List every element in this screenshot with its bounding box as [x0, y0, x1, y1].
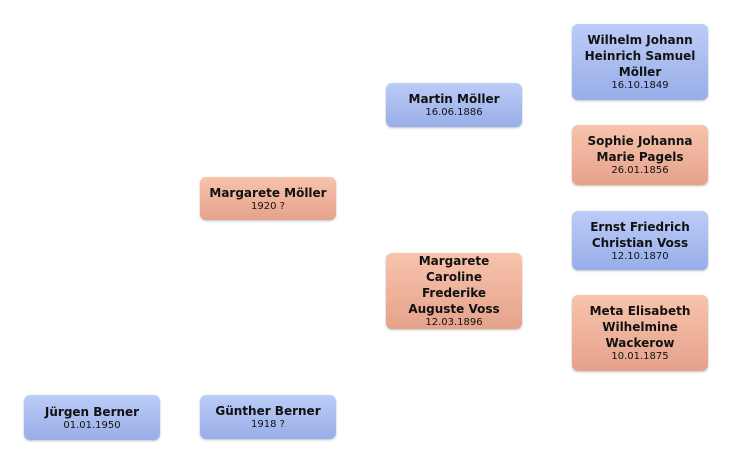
person-name: Wilhelm Johann Heinrich Samuel Möller	[584, 33, 696, 79]
person-name: Margarete Caroline Frederike Auguste Vos…	[408, 254, 500, 316]
person-date: 12.03.1896	[425, 317, 483, 328]
person-date: 1918 ?	[251, 419, 285, 430]
person-name: Margarete Möller	[209, 185, 327, 200]
person-card-meta-wackerow[interactable]: Meta Elisabeth Wilhelmine Wackerow 10.01…	[572, 295, 708, 371]
person-date: 26.01.1856	[611, 165, 669, 176]
person-card-margarete-caroline-voss[interactable]: Margarete Caroline Frederike Auguste Vos…	[386, 253, 522, 329]
person-date: 1920 ?	[251, 200, 285, 212]
person-card-guenther-berner[interactable]: Günther Berner 1918 ?	[200, 395, 336, 439]
person-name: Jürgen Berner	[44, 404, 140, 419]
person-card-wilhelm-moeller[interactable]: Wilhelm Johann Heinrich Samuel Möller 16…	[572, 24, 708, 100]
person-card-martin-moeller[interactable]: Martin Möller 16.06.1886	[386, 83, 522, 127]
person-date: 16.06.1886	[425, 107, 483, 118]
person-date: 01.01.1950	[63, 419, 121, 431]
person-card-sophie-pagels[interactable]: Sophie Johanna Marie Pagels 26.01.1856	[572, 125, 708, 185]
person-date: 16.10.1849	[611, 80, 669, 91]
person-card-ernst-voss[interactable]: Ernst Friedrich Christian Voss 12.10.187…	[572, 211, 708, 270]
person-name: Ernst Friedrich Christian Voss	[590, 219, 690, 250]
person-date: 10.01.1875	[611, 351, 669, 362]
person-name: Martin Möller	[408, 92, 500, 106]
person-card-margarete-moeller[interactable]: Margarete Möller 1920 ?	[200, 177, 336, 220]
person-date: 12.10.1870	[611, 250, 669, 262]
person-name: Günther Berner	[215, 404, 321, 418]
person-name: Meta Elisabeth Wilhelmine Wackerow	[589, 304, 691, 350]
person-card-juergen-berner[interactable]: Jürgen Berner 01.01.1950	[24, 395, 160, 440]
person-name: Sophie Johanna Marie Pagels	[587, 134, 693, 164]
